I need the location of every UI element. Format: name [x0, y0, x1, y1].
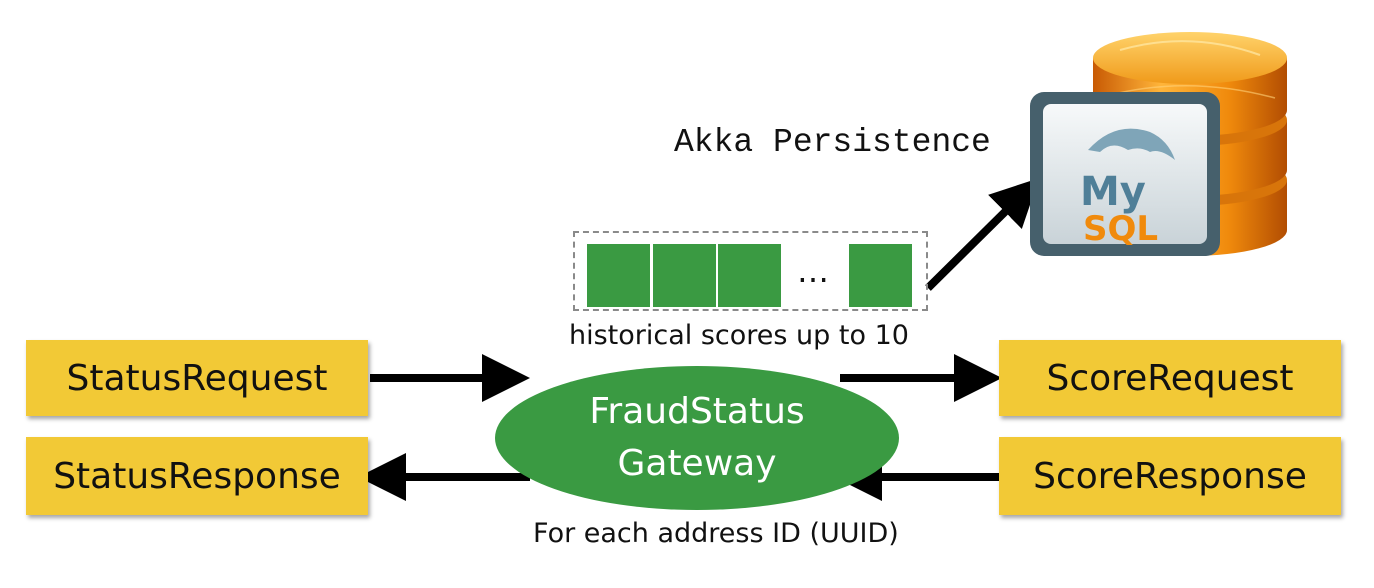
history-ellipsis: … — [797, 252, 831, 290]
history-score-square — [653, 244, 716, 307]
status-response-label: StatusResponse — [53, 455, 341, 497]
status-response-box: StatusResponse — [26, 437, 368, 515]
svg-text:SQL: SQL — [1083, 209, 1158, 249]
gateway-title-line2: Gateway — [617, 443, 777, 484]
history-score-square — [718, 244, 781, 307]
database-icon — [1030, 32, 1287, 256]
gateway-title-line1: FraudStatus — [589, 390, 805, 432]
score-response-box: ScoreResponse — [999, 437, 1341, 515]
fraud-status-gateway: FraudStatus Gateway — [495, 366, 899, 510]
persistence-label: Akka Persistence — [674, 124, 991, 161]
status-request-label: StatusRequest — [66, 357, 328, 399]
svg-text:My: My — [1080, 169, 1146, 215]
footer-caption: For each address ID (UUID) — [533, 518, 899, 549]
status-request-box: StatusRequest — [26, 340, 368, 416]
score-response-label: ScoreResponse — [1033, 455, 1307, 497]
history-score-square — [587, 244, 650, 307]
score-request-box: ScoreRequest — [999, 340, 1341, 416]
arrow-history-to-database — [925, 178, 1040, 291]
history-frame — [573, 231, 928, 311]
history-score-square — [849, 244, 912, 307]
mysql-logo: My SQL — [1080, 169, 1158, 249]
score-request-label: ScoreRequest — [1046, 357, 1294, 399]
history-caption: historical scores up to 10 — [569, 320, 909, 351]
